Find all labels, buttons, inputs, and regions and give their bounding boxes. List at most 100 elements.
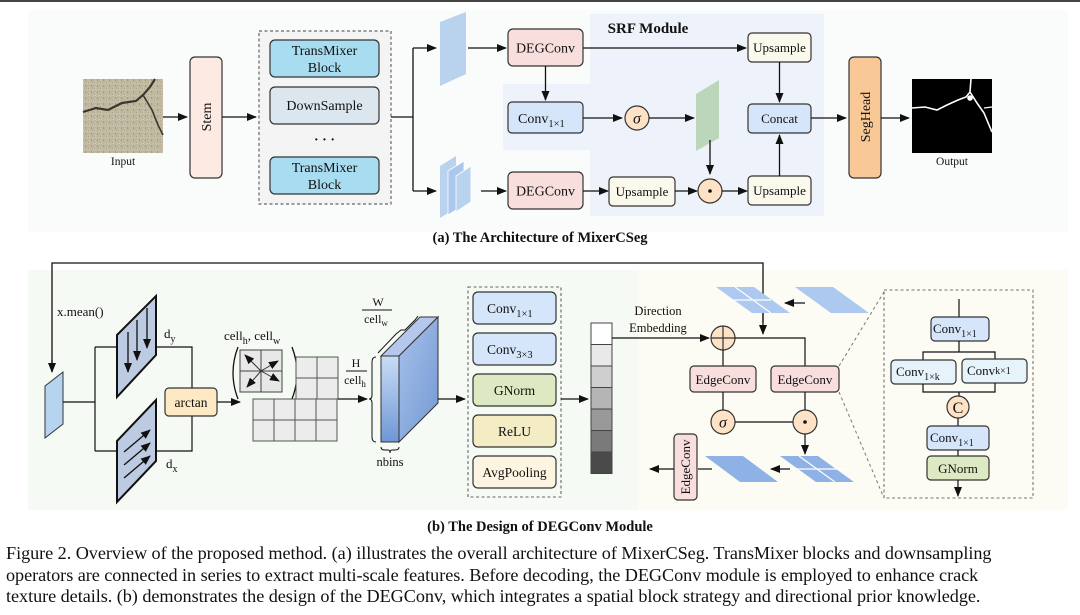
detail-conv1x1-label: Conv1×1 [933, 321, 977, 340]
embedding-cell [590, 408, 613, 431]
dy-label: dy [164, 326, 176, 345]
embedding-cell [590, 365, 613, 388]
cell-size-label: cellh, cellw [224, 328, 281, 347]
connector [735, 337, 806, 366]
transmixer-label: Block [308, 61, 341, 76]
edgeconv-block-output [673, 433, 698, 501]
multiply-dot [803, 420, 807, 424]
downsample-block [269, 86, 380, 125]
ellipsis: · · · [314, 133, 335, 148]
feature-patches-top [716, 286, 869, 314]
stack-layer-relu [472, 414, 557, 448]
seghead-label: SegHead [859, 92, 874, 143]
feature-map-high [440, 12, 466, 86]
srf-module-title: SRF Module [608, 21, 689, 37]
caption-line: Figure 2. Overview of the proposed metho… [6, 543, 992, 563]
stack-layer-label: GNorm [494, 383, 536, 398]
connector [156, 416, 193, 452]
caption-line: operators are connected in series to ext… [6, 564, 979, 585]
gradient-dx-map [116, 397, 157, 505]
output-label: Output [936, 156, 969, 168]
upsample-label: Upsample [753, 40, 806, 55]
embedding-cell [590, 322, 613, 345]
transmixer-label: TransMixer [292, 161, 358, 176]
sigmoid-symbol: σ [719, 415, 728, 432]
panel-b-title: (b) The Design of DEGConv Module [427, 519, 653, 535]
zoom-guide-line [838, 391, 885, 499]
arctan-label: arctan [175, 395, 208, 410]
transmixer-block-1 [269, 39, 380, 78]
connector [922, 351, 996, 360]
direction-embedding-label: Direction [634, 304, 682, 318]
srf-module-background [503, 14, 824, 216]
detail-conv1x1-label: Conv1×1 [930, 430, 974, 449]
conv1x1-label: Conv1×1 [518, 112, 565, 130]
panel-a: Input Stem TransMixer Block DownSample ·… [28, 10, 1068, 246]
panel-b: x.mean() dy dx arctan cellh, cellw [28, 262, 1068, 535]
stem-label: Stem [200, 103, 215, 132]
cell-grid [252, 356, 339, 442]
stack-layer-label: AvgPooling [482, 465, 547, 480]
histogram-feature-cube [368, 315, 440, 454]
multiply-dot [708, 189, 712, 193]
direction-embedding-label: Embedding [629, 321, 687, 335]
svg-text:H: H [352, 356, 361, 370]
stack-layer-avgpooling [472, 455, 557, 489]
caption-line: texture details. (b) demonstrates the de… [6, 586, 981, 606]
stack-layer-conv-3x3 [472, 332, 557, 366]
svg-text:cellh: cellh [344, 373, 366, 389]
embedding-cell [590, 451, 613, 474]
feature-map-stack [440, 156, 472, 218]
upsample-label: Upsample [753, 183, 806, 198]
output-mask [911, 78, 993, 153]
input-label: Input [111, 156, 136, 168]
transmixer-label: TransMixer [292, 44, 358, 59]
concat-label: Concat [761, 111, 798, 126]
nbins-label: nbins [376, 455, 403, 469]
edgeconv-label: EdgeConv [696, 372, 751, 387]
svg-text:cellw: cellw [364, 312, 388, 328]
degconv-label: DEGConv [516, 42, 575, 57]
transmixer-block-2 [269, 156, 380, 195]
svg-text:W: W [372, 295, 384, 309]
edgeconv-label: EdgeConv [678, 439, 693, 494]
embedding-cell [590, 344, 613, 367]
figure-caption: Figure 2. Overview of the proposed metho… [6, 543, 1078, 608]
feature-patches-bottom [705, 455, 854, 483]
input-map [44, 370, 64, 440]
detail-conv1xk-label: Conv1×k [896, 364, 940, 383]
figure-diagram: Input Stem TransMixer Block DownSample ·… [28, 10, 1068, 535]
stack-layer-gnorm [472, 373, 557, 407]
transmixer-label: Block [308, 178, 341, 193]
h-over-cellh-label: H cellh [344, 356, 367, 389]
embedding-cell [590, 387, 613, 410]
concat-symbol: C [953, 400, 964, 417]
connector [51, 262, 764, 371]
w-over-cellw-label: W cellw [362, 295, 392, 328]
stack-layer-label: Conv3×3 [487, 342, 533, 361]
top-border [0, 0, 1080, 2]
downsample-label: DownSample [286, 99, 362, 114]
direction-embedding-vector [590, 322, 613, 474]
attention-map [696, 80, 719, 151]
embedding-cell [590, 430, 613, 453]
detail-gnorm-label: GNorm [938, 461, 978, 476]
stack-layer-label: ReLU [498, 424, 531, 439]
sigmoid-symbol: σ [633, 111, 642, 128]
detail-conv1x1-top [930, 316, 990, 342]
zoom-guide-line [838, 291, 885, 367]
panel-a-title: (a) The Architecture of MixerCSeg [432, 230, 648, 246]
degconv-label: DEGConv [516, 185, 575, 200]
mean-label: x.mean() [57, 304, 104, 319]
stack-layer-conv-1x1 [472, 291, 557, 325]
input-image [82, 78, 164, 153]
detail-convkx1-label: Convk×1 [967, 363, 1011, 378]
gradient-dy-map [116, 293, 157, 400]
stack-layer-label: Conv1×1 [487, 301, 533, 320]
dx-label: dx [166, 456, 178, 475]
encoder-stack-container [467, 286, 562, 498]
edgeconv-label: EdgeConv [778, 372, 833, 387]
cell-detail [232, 346, 298, 400]
upsample-label: Upsample [616, 184, 669, 199]
